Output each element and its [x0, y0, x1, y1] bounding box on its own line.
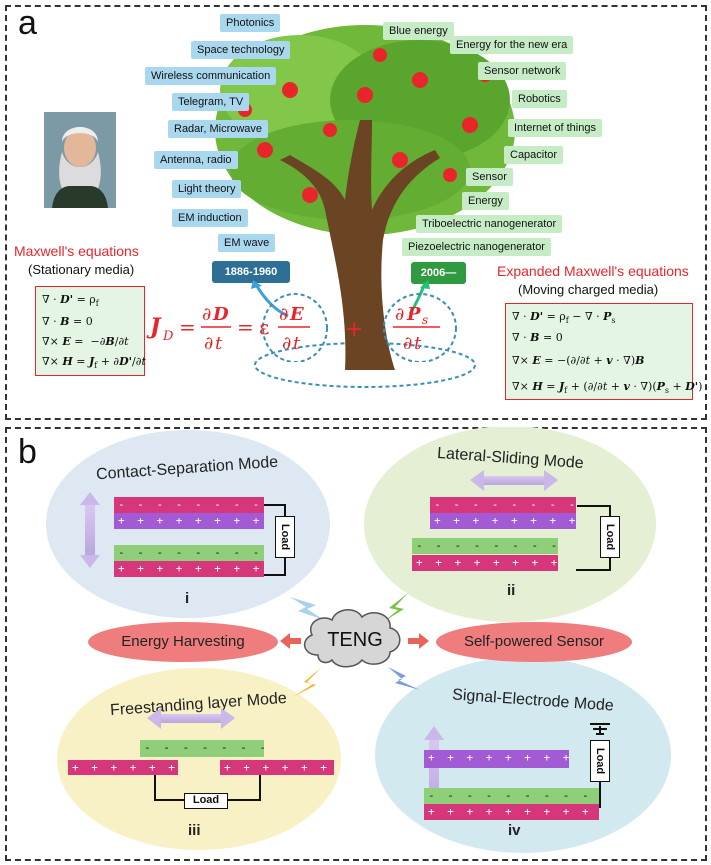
- load-label-ii: Load: [604, 523, 616, 551]
- tag-wireless-communication: Wireless communication: [145, 67, 277, 85]
- panel-b: [5, 427, 707, 861]
- lightning-bolt-top-right: [383, 593, 408, 622]
- load-resistor-iii: Load: [184, 793, 228, 809]
- electrode-iv: + + + + + + + + + +: [424, 804, 599, 820]
- svg-text:J: J: [146, 314, 162, 340]
- panel-a: [5, 5, 707, 420]
- svg-text:s: s: [422, 313, 428, 327]
- dielectric-bottom-i: - - - - - - - - -: [114, 545, 264, 561]
- svg-text:D: D: [162, 329, 174, 344]
- tree-trunk: [280, 120, 440, 370]
- electrode-left-iii: + + + + + + +: [68, 760, 178, 775]
- year-badge-left: 1886-1960: [212, 261, 290, 283]
- freestanding-layer-iii: - - - - - - -: [140, 740, 264, 757]
- arrows-to-equation: [251, 280, 430, 318]
- numeral-i: i: [185, 590, 190, 607]
- maxwell-portrait: [44, 112, 116, 208]
- double-arrow-i: [80, 492, 100, 568]
- teng-label: TENG: [327, 629, 383, 651]
- moving-media-subtitle: (Moving charged media): [518, 282, 659, 297]
- tag-robotics: Robotics: [512, 90, 567, 108]
- electrode-right-iii: + + + + + + +: [220, 760, 334, 775]
- stationary-media-subtitle: (Stationary media): [28, 262, 135, 277]
- svg-text:ε: ε: [259, 315, 269, 339]
- load-label-iii: Load: [192, 794, 220, 806]
- svg-text:D: D: [212, 304, 229, 325]
- double-arrow-ii: [470, 470, 558, 491]
- tag-space-technology: Space technology: [191, 41, 291, 59]
- tag-light-theory: Light theory: [172, 180, 242, 198]
- expanded-maxwell-box: ∇ · D' = ρf − ∇ · Ps ∇ · B = 0 ∇× E = −(…: [505, 303, 702, 400]
- svg-text:∂: ∂: [204, 333, 213, 354]
- ground-symbol: [590, 723, 610, 735]
- svg-text:E: E: [289, 304, 304, 325]
- tag-blue-energy: Blue energy: [383, 22, 454, 40]
- tag-em-wave: EM wave: [218, 234, 276, 252]
- ellipse-freestanding: [57, 668, 341, 850]
- svg-text:t: t: [414, 333, 422, 354]
- tree-illustration: [215, 25, 515, 388]
- lightning-bolt-bottom-right: [388, 667, 420, 690]
- energy-harvesting-pill: Energy Harvesting: [88, 622, 278, 662]
- svg-text:∂: ∂: [282, 333, 291, 354]
- tag-sensor-network: Sensor network: [478, 62, 567, 80]
- lightning-bolt-top-left: [290, 597, 324, 620]
- panel-a-letter: a: [18, 4, 37, 42]
- tag-sensor: Sensor: [466, 168, 513, 186]
- teng-cloud: [303, 609, 401, 668]
- moving-layer-iv: + + + + + + + + +: [424, 750, 569, 768]
- svg-text:∂: ∂: [395, 304, 404, 325]
- load-label-iv: Load: [594, 747, 606, 775]
- arrow-to-energy-harvesting: [280, 633, 301, 649]
- tag-antenna-radio: Antenna, radio: [154, 151, 238, 169]
- svg-text:+: +: [345, 317, 363, 342]
- numeral-ii: ii: [507, 582, 516, 599]
- svg-text:t: t: [293, 333, 301, 354]
- tag-piezoelectric-nanogenerator: Piezoelectric nanogenerator: [402, 238, 551, 256]
- electrode-top-ii: - - - - - - - - -: [430, 497, 576, 513]
- electrode-bottom-ii: + + + + + + + + +: [412, 555, 558, 571]
- svg-text:∂: ∂: [279, 304, 288, 325]
- panel-b-letter: b: [18, 433, 37, 471]
- tag-energy-new-era: Energy for the new era: [450, 36, 574, 54]
- load-resistor-i: Load: [275, 516, 295, 558]
- svg-text:=: =: [179, 315, 196, 339]
- double-arrow-iii: [147, 708, 235, 729]
- tag-telegram-tv: Telegram, TV: [172, 93, 250, 111]
- dielectric-bottom-ii: - - - - - - - - -: [412, 538, 558, 554]
- expanded-maxwell-title: Expanded Maxwell's equations: [497, 263, 689, 279]
- electrode-bottom-i: + + + + + + + + +: [114, 561, 264, 577]
- dielectric-iv: - - - - - - - - - -: [424, 788, 599, 804]
- svg-text:P: P: [406, 304, 421, 325]
- load-resistor-ii: Load: [600, 516, 620, 558]
- svg-text:=: =: [237, 315, 254, 339]
- arrow-to-self-powered-sensor: [408, 633, 429, 649]
- year-badge-right: 2006—: [411, 262, 466, 284]
- tag-photonics: Photonics: [220, 14, 281, 32]
- load-resistor-iv: Load: [590, 740, 610, 782]
- tag-radar-microwave: Radar, Microwave: [168, 120, 269, 138]
- numeral-iii: iii: [188, 822, 201, 839]
- svg-text:∂: ∂: [403, 333, 412, 354]
- svg-text:t: t: [215, 333, 223, 354]
- tag-triboelectric-nanogenerator: Triboelectric nanogenerator: [416, 215, 563, 233]
- dielectric-top-i: + + + + + + + + +: [114, 513, 264, 529]
- displacement-current-equation: J D = ∂ D ∂ t = ε ∂ E ∂ t + ∂ P s ∂ t: [146, 293, 457, 362]
- tag-em-induction: EM induction: [172, 209, 248, 227]
- numeral-iv: iv: [508, 822, 521, 839]
- self-powered-sensor-pill: Self-powered Sensor: [436, 622, 632, 662]
- lightning-bolt-bottom-left: [293, 667, 322, 697]
- tag-internet-of-things: Internet of things: [508, 119, 602, 137]
- electrode-top-i: - - - - - - - - -: [114, 497, 264, 513]
- load-label-i: Load: [279, 523, 291, 551]
- maxwell-equations-title: Maxwell's equations: [14, 243, 139, 259]
- svg-text:∂: ∂: [202, 304, 211, 325]
- tag-energy: Energy: [462, 192, 509, 210]
- dielectric-top-ii: + + + + + + + + +: [430, 513, 576, 529]
- tag-capacitor: Capacitor: [504, 146, 564, 164]
- maxwell-equations-box: ∇ · D' = ρf ∇ · B = 0 ∇× E = −∂B/∂t ∇× H…: [35, 286, 146, 376]
